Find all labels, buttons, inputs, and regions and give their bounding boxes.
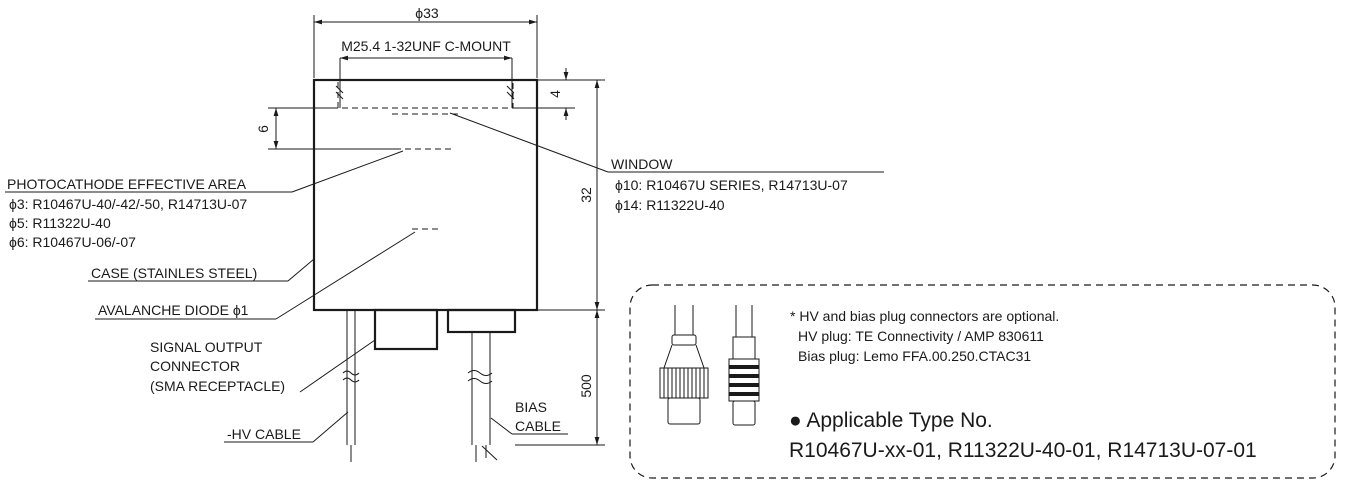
- bias-cable-line-1: BIAS: [515, 399, 547, 415]
- bias-connector-housing: [446, 308, 517, 334]
- dimension-width: ϕ33: [313, 5, 538, 78]
- bias-cable-callout: BIAS CABLE: [490, 399, 568, 435]
- bias-cable-line-2: CABLE: [515, 418, 561, 434]
- dimension-depth-right-label: 4: [547, 90, 563, 98]
- hv-cable-label: -HV CABLE: [227, 426, 301, 442]
- dimension-mount: M25.4 1-32UNF C-MOUNT: [339, 38, 513, 108]
- applicable-types: R10467U-xx-01, R11322U-40-01, R14713U-07…: [789, 439, 1257, 462]
- hv-cable: [342, 310, 360, 462]
- photocathode-title: PHOTOCATHODE EFFECTIVE AREA: [7, 176, 247, 192]
- signal-line-1: SIGNAL OUTPUT: [150, 339, 263, 355]
- options-box: [629, 284, 1336, 479]
- hv-cable-callout: -HV CABLE: [224, 411, 349, 443]
- photocathode-line-2: ϕ5: R11322U-40: [9, 215, 111, 231]
- hv-plug-drawing: [659, 305, 709, 425]
- sma-connector: [373, 308, 439, 351]
- hv-plug-note: HV plug: TE Connectivity / AMP 830611: [798, 328, 1044, 344]
- window-callout: WINDOW ϕ10: R10467U SERIES, R14713U-07 ϕ…: [449, 112, 884, 213]
- dimension-mount-label: M25.4 1-32UNF C-MOUNT: [341, 38, 511, 54]
- photocathode-callout: PHOTOCATHODE EFFECTIVE AREA ϕ3: R10467U-…: [5, 150, 404, 250]
- signal-line-3: (SMA RECEPTACLE): [150, 378, 285, 394]
- optional-note: * HV and bias plug connectors are option…: [790, 308, 1059, 324]
- window-line-2: ϕ14: R11322U-40: [615, 197, 725, 213]
- bias-cable: [467, 332, 498, 462]
- bias-plug-knurl: [729, 365, 759, 396]
- photocathode-line-3: ϕ6: R10467U-06/-07: [9, 234, 136, 250]
- dimension-depth-right: 4: [513, 68, 575, 120]
- signal-callout: SIGNAL OUTPUT CONNECTOR (SMA RECEPTACLE): [150, 339, 376, 394]
- applicable-title: ● Applicable Type No.: [789, 409, 993, 432]
- dimension-cable-length-label: 500: [578, 374, 594, 398]
- avalanche-label: AVALANCHE DIODE ϕ1: [98, 302, 249, 318]
- case-callout: CASE (STAINLES STEEL): [88, 258, 315, 282]
- dimension-depth-left: 6: [255, 107, 395, 150]
- signal-line-2: CONNECTOR: [150, 358, 240, 374]
- window-line-1: ϕ10: R10467U SERIES, R14713U-07: [615, 177, 848, 193]
- bias-plug-note: Bias plug: Lemo FFA.00.250.CTAC31: [798, 348, 1031, 364]
- dimension-height-label: 32: [578, 187, 594, 203]
- avalanche-callout: AVALANCHE DIODE ϕ1: [95, 231, 416, 320]
- hv-plug-knurl: [663, 368, 705, 398]
- dimension-depth-left-label: 6: [255, 125, 271, 133]
- photocathode-line-1: ϕ3: R10467U-40/-42/-50, R14713U-07: [9, 196, 247, 212]
- bias-plug-drawing: [728, 305, 760, 426]
- c-mount-recess: [335, 82, 515, 109]
- window-title: WINDOW: [611, 156, 673, 172]
- dimension-height: 32: [537, 79, 605, 311]
- case-label: CASE (STAINLES STEEL): [91, 265, 257, 281]
- dimension-cable-length: 500: [515, 310, 605, 446]
- dimension-width-label: ϕ33: [415, 5, 439, 21]
